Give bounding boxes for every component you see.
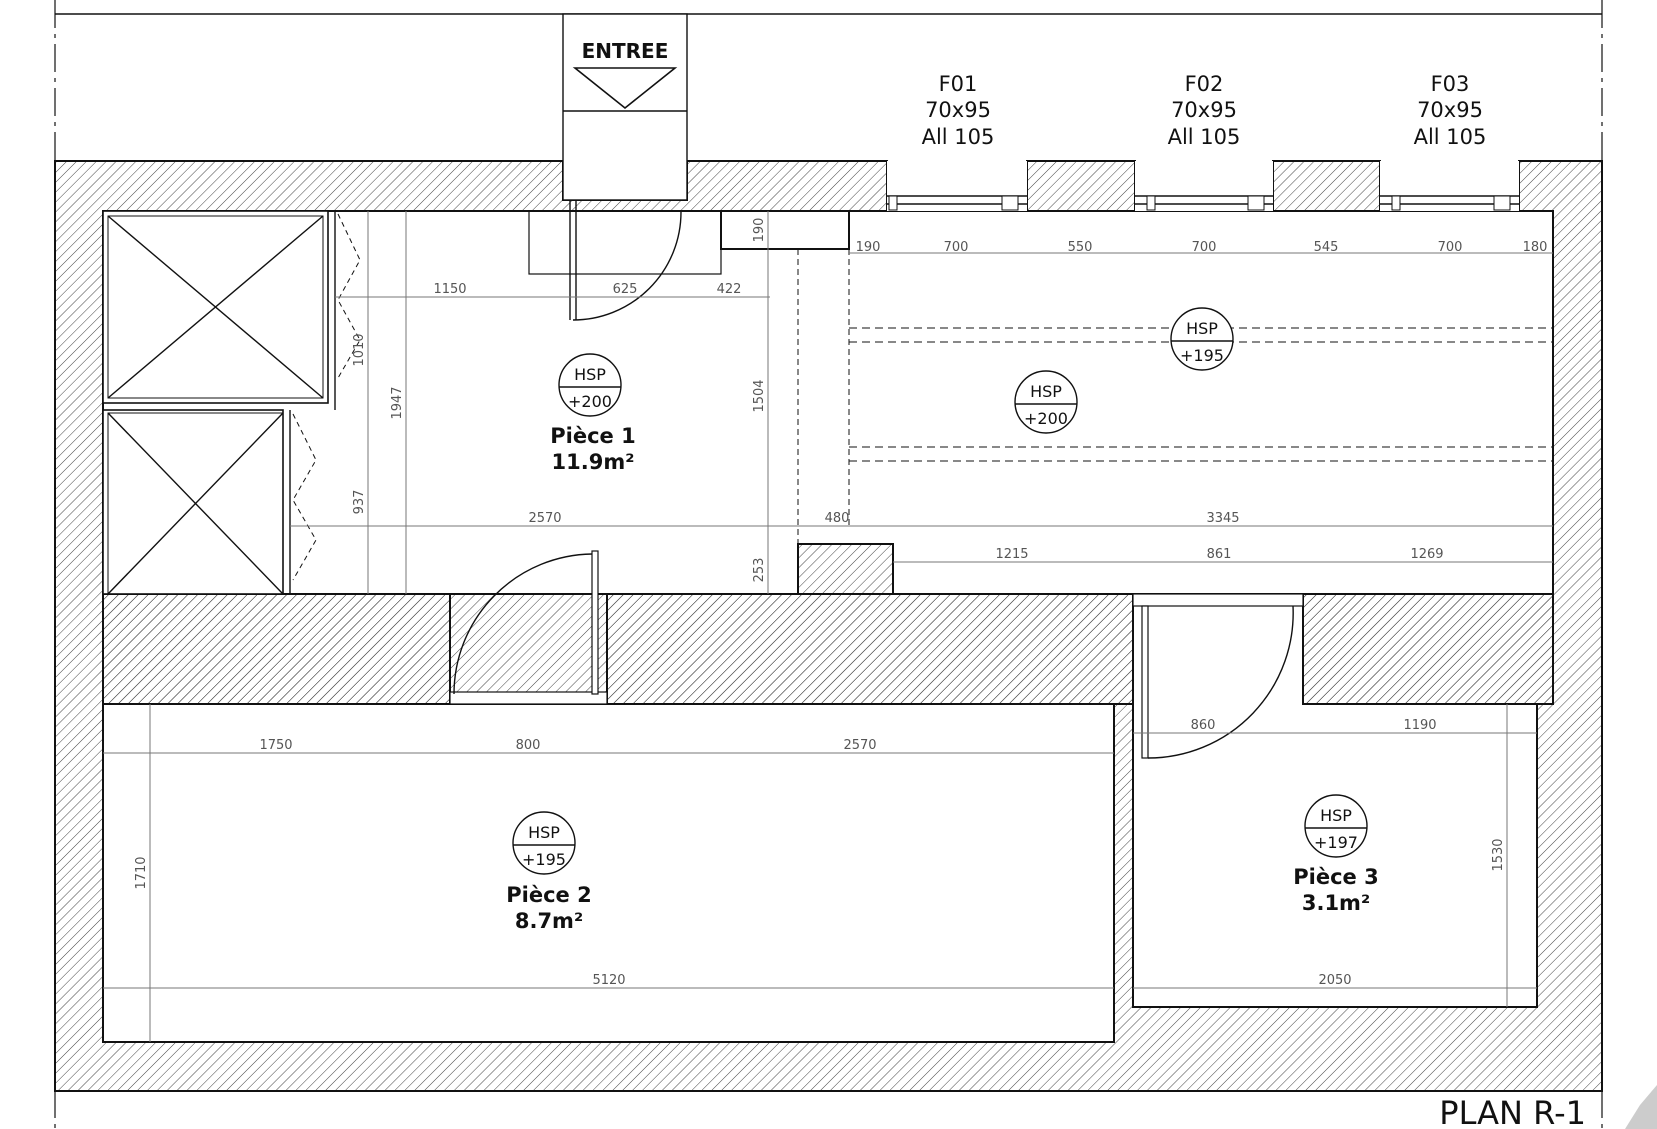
dashed-lines	[797, 249, 1553, 544]
window-F01-size: 70x95	[925, 98, 991, 122]
hsp-label: HSP	[1186, 319, 1218, 338]
window-F02	[1135, 161, 1273, 211]
interior-walls	[102, 211, 1554, 705]
dim-label: 1269	[1410, 547, 1443, 562]
room-labels: Pièce 1 11.9m² Pièce 2 8.7m² Pièce 3 3.1…	[506, 424, 1378, 933]
dim-label: 860	[1191, 718, 1216, 733]
dim-label: 480	[825, 511, 850, 526]
dim-label: 1750	[259, 738, 292, 753]
dim-label: 180	[1523, 240, 1548, 255]
window-F03	[1380, 161, 1519, 211]
hsp-marker-corridor-lower: HSP +200	[1014, 370, 1078, 434]
window-F01-id: F01	[939, 72, 978, 96]
dim-label: 1215	[995, 547, 1028, 562]
drawing-frame	[54, 0, 1657, 1129]
dim-label: 545	[1314, 240, 1339, 255]
room3-area: 3.1m²	[1302, 891, 1370, 915]
hsp-marker-room1: HSP +200	[558, 353, 622, 417]
window-F02-id: F02	[1185, 72, 1224, 96]
window-F01	[887, 161, 1027, 211]
dim-label: 2050	[1318, 973, 1351, 988]
entrance-vestibule	[528, 13, 850, 321]
window-F03-size: 70x95	[1417, 98, 1483, 122]
room1-name: Pièce 1	[550, 424, 635, 448]
hsp-marker-room2: HSP +195	[512, 811, 576, 875]
hsp-value: +195	[1180, 346, 1224, 365]
hsp-marker-room3: HSP +197	[1304, 794, 1368, 858]
hsp-value: +200	[568, 392, 612, 411]
dim-label: 422	[717, 282, 742, 297]
dim-label: 937	[352, 490, 367, 515]
window-F01-sill: All 105	[922, 125, 995, 149]
hsp-value: +195	[522, 850, 566, 869]
room2-name: Pièce 2	[506, 883, 591, 907]
dim-label: 625	[613, 282, 638, 297]
dim-label: 1190	[1403, 718, 1436, 733]
dim-label: 1504	[752, 379, 767, 412]
hsp-label: HSP	[1030, 382, 1062, 401]
dimension-lines	[103, 211, 1553, 1042]
window-F03-id: F03	[1431, 72, 1470, 96]
dim-label: 861	[1207, 547, 1232, 562]
dim-label: 1150	[433, 282, 466, 297]
hsp-label: HSP	[1320, 806, 1352, 825]
doors	[449, 550, 1304, 759]
dim-label: 700	[944, 240, 969, 255]
window-F03-sill: All 105	[1414, 125, 1487, 149]
hsp-marker-corridor-upper: HSP +195	[1170, 307, 1234, 371]
dim-label: 190	[752, 218, 767, 243]
plan-title: PLAN R-1	[1439, 1094, 1586, 1129]
room2-area: 8.7m²	[515, 909, 583, 933]
room1-area: 11.9m²	[552, 450, 635, 474]
dim-label: 700	[1438, 240, 1463, 255]
room3-name: Pièce 3	[1293, 865, 1378, 889]
dim-label: 2570	[843, 738, 876, 753]
hsp-value: +197	[1314, 833, 1358, 852]
dim-label: 1710	[134, 856, 149, 889]
window-openings	[887, 161, 1519, 211]
dim-label: 1530	[1491, 838, 1506, 871]
dim-label: 700	[1192, 240, 1217, 255]
dim-label: 253	[752, 558, 767, 583]
dim-label: 800	[516, 738, 541, 753]
dim-label: 2570	[528, 511, 561, 526]
window-labels: F01 70x95 All 105 F02 70x95 All 105 F03 …	[922, 72, 1487, 149]
window-F02-sill: All 105	[1168, 125, 1241, 149]
hsp-label: HSP	[574, 365, 606, 384]
closets	[102, 210, 361, 595]
dimension-labels: 190 700 550 700 545 700 180 1150 625 422…	[134, 218, 1547, 988]
entrance-label: ENTREE	[582, 39, 669, 63]
hsp-label: HSP	[528, 823, 560, 842]
dim-label: 190	[856, 240, 881, 255]
dim-label: 550	[1068, 240, 1093, 255]
dim-label: 1947	[390, 386, 405, 419]
dim-label: 5120	[592, 973, 625, 988]
dim-label: 3345	[1206, 511, 1239, 526]
dim-label: 1010	[352, 333, 367, 366]
window-F02-size: 70x95	[1171, 98, 1237, 122]
hsp-value: +200	[1024, 409, 1068, 428]
